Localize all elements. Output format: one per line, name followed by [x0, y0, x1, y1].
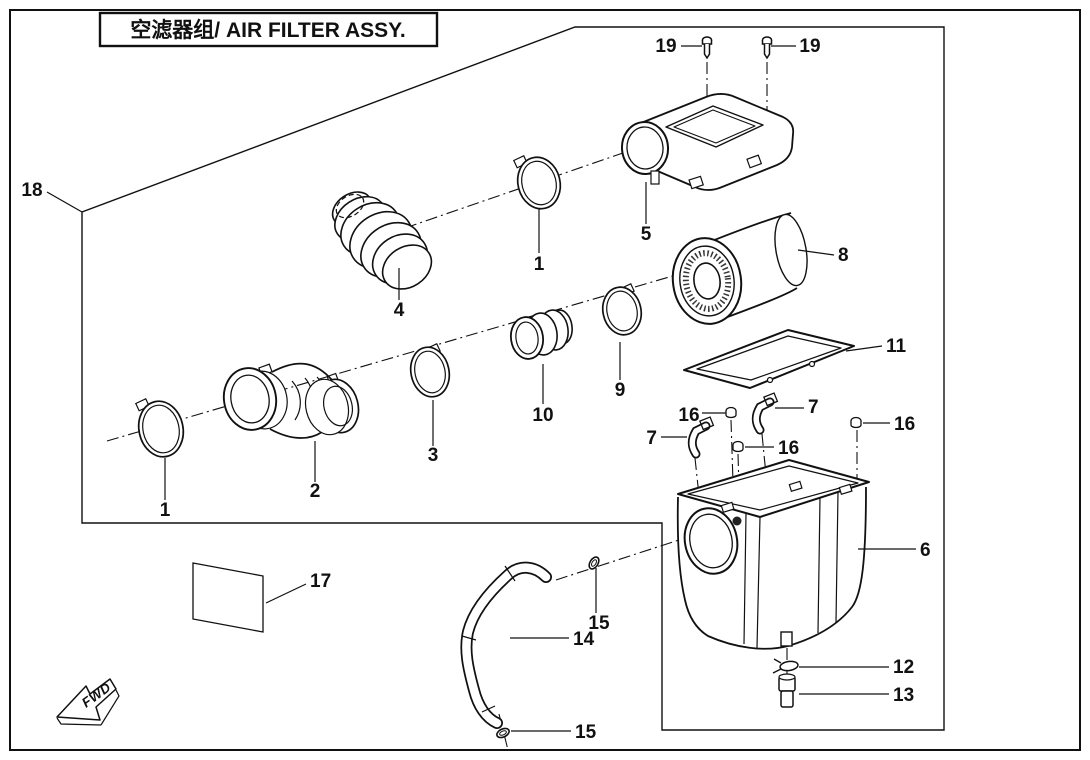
callout-label-7: 7 [646, 428, 657, 449]
callout-leader-11 [845, 345, 883, 352]
part-15-clip-bottom [496, 727, 510, 739]
part-8-filter-element [671, 212, 808, 325]
drawing-border [9, 9, 1081, 751]
callout-label-9: 9 [615, 380, 626, 401]
part-4-intake-bellows-duct [331, 191, 433, 290]
title-block: 空滤器组/ AIR FILTER ASSY. [98, 11, 439, 48]
callout-label-2: 2 [310, 481, 321, 502]
callout-label-8: 8 [838, 245, 849, 266]
callout-label-4: 4 [394, 300, 405, 321]
part-13-drain-plug [778, 673, 796, 708]
callout-label-19: 19 [799, 36, 820, 57]
part-1-clamp-left [134, 398, 185, 458]
part-16-grommet-b [732, 440, 744, 453]
part-12-clip [772, 658, 799, 674]
part-19-screw-right [761, 36, 773, 60]
part-15-clip-top [588, 556, 600, 570]
callout-label-10: 10 [532, 405, 553, 426]
callout-label-7: 7 [808, 397, 819, 418]
part-17-sticker [192, 562, 264, 633]
callout-label-17: 17 [310, 571, 331, 592]
callout-label-3: 3 [428, 445, 439, 466]
page-title: 空滤器组/ AIR FILTER ASSY. [130, 18, 405, 42]
part-19-screw-left [701, 36, 713, 60]
callout-leader-17 [265, 583, 307, 604]
callout-label-15: 15 [588, 613, 610, 634]
callout-label-1: 1 [534, 254, 545, 275]
part-7-elbow-fitting-right [751, 392, 779, 435]
part-1-clamp-top [512, 155, 562, 210]
part-2-elbow-duct [222, 362, 360, 439]
callout-label-16: 16 [778, 438, 799, 459]
callout-label-16: 16 [678, 405, 699, 426]
part-18-assembly-boundary [81, 26, 945, 731]
part-9-clamp [601, 283, 643, 336]
callout-label-6: 6 [920, 540, 931, 561]
callout-label-15: 15 [575, 722, 597, 743]
callout-label-11: 11 [886, 336, 907, 357]
callout-label-16: 16 [894, 414, 915, 435]
title-box [98, 11, 439, 48]
part-10-connector-hose [509, 309, 573, 360]
part-5-air-filter-cover [620, 93, 795, 191]
fwd-arrow: FWD [56, 678, 120, 726]
part-16-grommet-a [725, 406, 737, 419]
callout-label-18: 18 [21, 180, 42, 201]
part-7-elbow-fitting-left [687, 416, 715, 459]
part-14-drain-hose [460, 561, 552, 729]
part-3-clamp [409, 343, 451, 398]
callout-label-14: 14 [573, 629, 595, 650]
part-11-gasket [683, 329, 855, 389]
part-6-air-box [676, 459, 870, 650]
callout-label-19: 19 [655, 36, 676, 57]
part-16-grommet-c [850, 416, 862, 429]
callout-label-5: 5 [641, 224, 652, 245]
callout-label-1: 1 [160, 500, 171, 521]
callout-label-12: 12 [893, 657, 914, 678]
callout-leader-18 [46, 191, 83, 213]
callout-label-13: 13 [893, 685, 914, 706]
callout-leader-8 [797, 249, 835, 256]
